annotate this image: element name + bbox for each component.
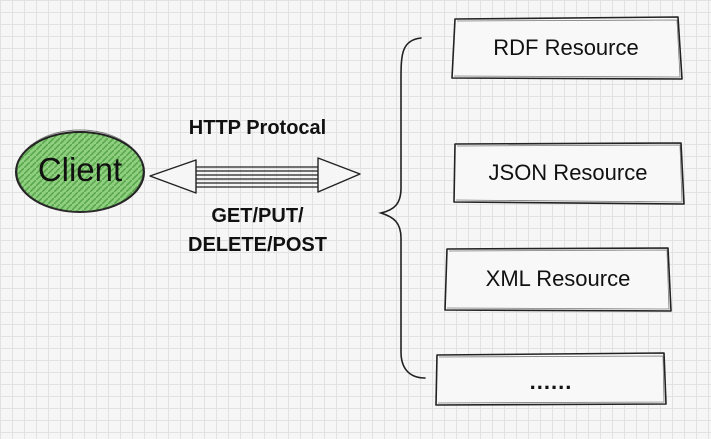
resource-label-more: ......: [529, 369, 573, 394]
http-double-arrow: [149, 157, 361, 194]
protocol-methods: GET/PUT/ DELETE/POST: [150, 202, 365, 260]
resource-label-rdf: RDF Resource: [493, 35, 639, 60]
resource-box-rdf: [451, 16, 683, 80]
resource-label-xml: XML Resource: [485, 266, 631, 291]
resource-box-json: [453, 142, 685, 205]
protocol-methods-line1: GET/PUT/: [211, 205, 304, 227]
client-node: [15, 129, 145, 213]
resource-box-more: [435, 352, 667, 406]
protocol-methods-line2: DELETE/POST: [188, 234, 327, 256]
resource-label-json: JSON Resource: [488, 160, 648, 185]
client-label: Client: [37, 151, 123, 188]
protocol-title: HTTP Protocal: [188, 117, 327, 139]
resource-box-xml: [444, 247, 672, 312]
resource-brace: [377, 37, 426, 379]
